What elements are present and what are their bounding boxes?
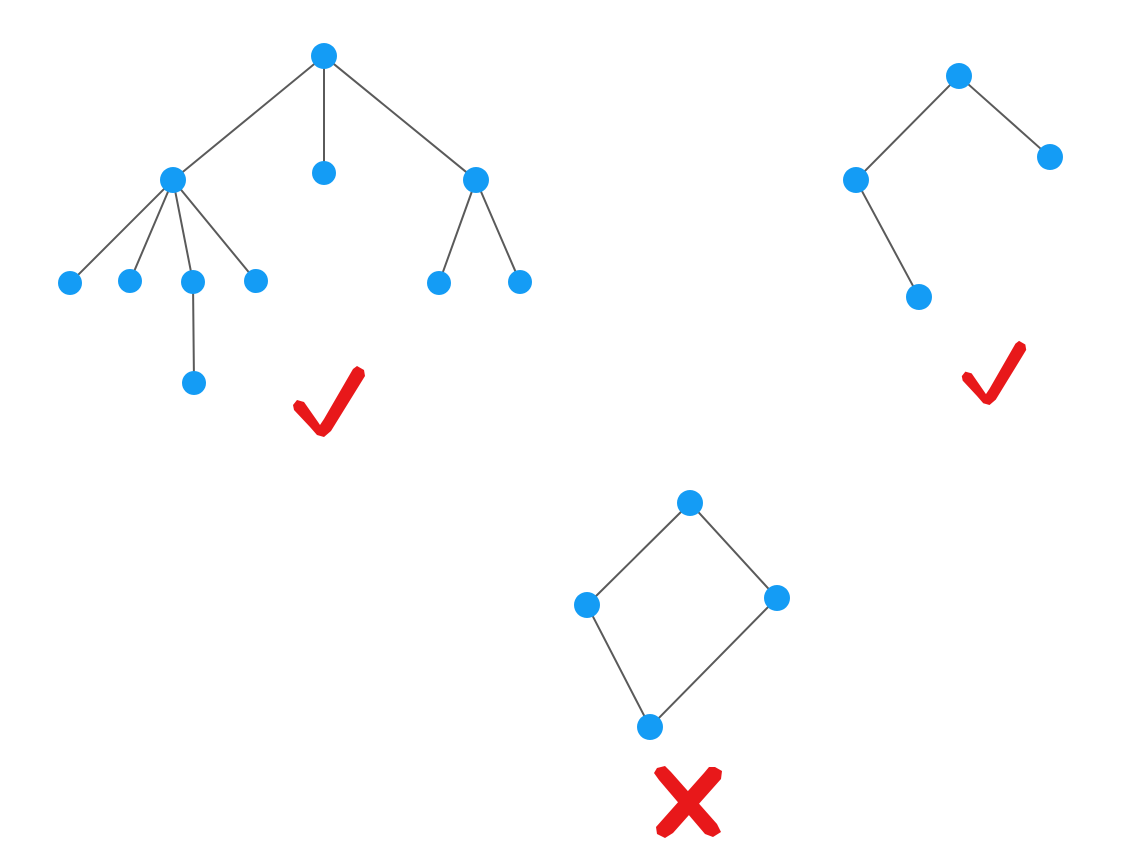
graph-node-left-tree-child-a[interactable] — [160, 167, 186, 193]
edge-L1-L6 — [174, 189, 193, 274]
edge-L1-L7 — [178, 187, 251, 275]
graph-nodes-cyclic-graph — [574, 490, 790, 740]
graph-node-cyclic-graph-bottom[interactable] — [637, 714, 663, 740]
graph-node-left-tree-leaf-a2[interactable] — [118, 269, 142, 293]
check-icon — [293, 366, 365, 437]
edge-R0-R2 — [966, 82, 1043, 151]
edge-C2-C3 — [656, 604, 771, 721]
cross-mark-cyclic-graph — [654, 766, 722, 838]
check-icon — [961, 340, 1027, 405]
marks-layer — [293, 340, 1027, 838]
edge-L1-L4 — [76, 186, 167, 277]
graph-node-cyclic-graph-left[interactable] — [574, 592, 600, 618]
graph-node-right-tree-grandchild[interactable] — [906, 284, 932, 310]
graph-node-left-tree-leaf-a1[interactable] — [58, 271, 82, 295]
graph-node-left-tree-child-c[interactable] — [463, 167, 489, 193]
edge-L3-L9 — [479, 189, 518, 274]
edge-C0-C1 — [593, 509, 684, 599]
edge-C0-C2 — [696, 510, 771, 591]
graph-node-left-tree-leaf-c2[interactable] — [508, 270, 532, 294]
graph-node-left-tree-child-b[interactable] — [312, 161, 336, 185]
graph-node-left-tree-root[interactable] — [311, 43, 337, 69]
edge-L3-L8 — [441, 189, 474, 275]
graph-node-right-tree-root[interactable] — [946, 63, 972, 89]
graph-edges-cyclic-graph — [591, 509, 771, 721]
nodes-layer — [58, 43, 1063, 740]
graph-node-cyclic-graph-right[interactable] — [764, 585, 790, 611]
cross-icon-stroke-b — [656, 767, 722, 838]
edge-R0-R1 — [862, 82, 953, 174]
graph-node-left-tree-leaf-c1[interactable] — [427, 271, 451, 295]
graph-node-right-tree-child-b[interactable] — [1037, 144, 1063, 170]
graph-nodes-left-tree — [58, 43, 532, 395]
edge-L6-L10 — [192, 290, 195, 375]
graph-nodes-right-tree — [843, 63, 1063, 310]
check-mark-left-tree — [293, 366, 365, 437]
graph-node-left-tree-leaf-a4[interactable] — [244, 269, 268, 293]
graph-node-left-tree-leaf-a3a[interactable] — [182, 371, 206, 395]
edge-L0-L1 — [180, 61, 317, 175]
edges-layer — [76, 61, 1043, 721]
edge-L0-L3 — [331, 61, 469, 175]
edge-L1-L5 — [132, 189, 170, 273]
edge-R1-R3 — [860, 188, 915, 289]
graph-edges-right-tree — [860, 82, 1043, 289]
edge-C1-C3 — [591, 613, 646, 719]
graph-node-right-tree-child-a[interactable] — [843, 167, 869, 193]
graph-node-left-tree-node-a3[interactable] — [181, 270, 205, 294]
check-mark-right-tree — [961, 340, 1027, 405]
graph-node-cyclic-graph-top[interactable] — [677, 490, 703, 516]
graph-edges-left-tree — [76, 61, 518, 375]
